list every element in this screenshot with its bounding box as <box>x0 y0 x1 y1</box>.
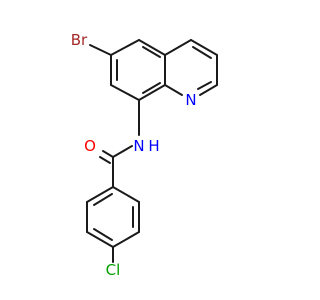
molecule-structure: Br N N H O Cl <box>71 31 218 279</box>
bond <box>197 81 212 90</box>
bond <box>192 46 212 59</box>
bond <box>112 231 140 248</box>
oxygen-atom-label: O <box>84 137 96 155</box>
bond <box>89 44 112 56</box>
amide-hydrogen-atom-label: H <box>148 137 159 155</box>
bond <box>93 193 113 206</box>
bond <box>110 39 140 56</box>
bond <box>164 84 183 96</box>
bond <box>112 186 140 203</box>
chlorine-atom-label: Cl <box>106 261 121 279</box>
bond <box>86 186 114 203</box>
bond <box>102 150 114 158</box>
bond <box>93 228 113 241</box>
bond <box>138 84 166 101</box>
bond <box>164 39 192 56</box>
atom-labels: Br N N H O Cl <box>71 31 197 279</box>
bond <box>86 231 114 248</box>
ring-nitrogen-atom-label: N <box>185 91 196 109</box>
bond <box>112 145 133 158</box>
bond <box>99 156 111 164</box>
bond <box>138 39 166 56</box>
bond <box>142 46 161 58</box>
bond <box>110 84 140 101</box>
bonds <box>86 39 218 263</box>
amide-nitrogen-atom-label: N <box>133 137 144 155</box>
bond <box>199 84 218 96</box>
bond <box>142 82 161 94</box>
bond <box>190 39 218 56</box>
bromine-atom-label: Br <box>71 31 88 49</box>
